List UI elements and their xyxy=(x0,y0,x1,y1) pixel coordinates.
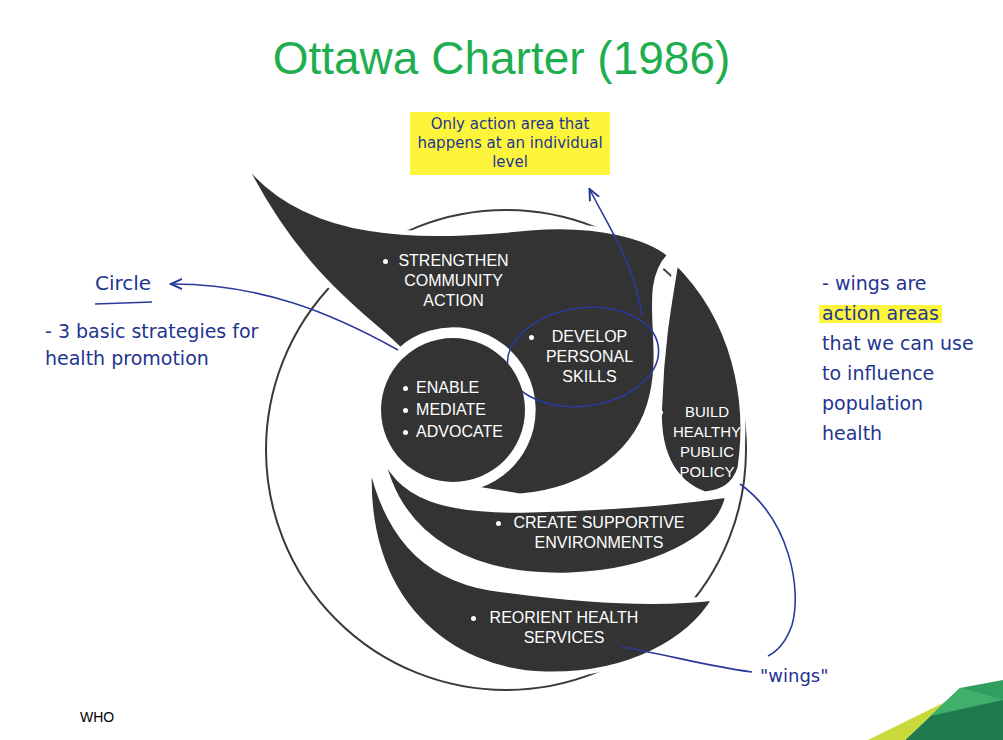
wing-label: REORIENT HEALTH SERVICES xyxy=(484,608,644,648)
strategy-label: MEDIATE xyxy=(416,399,486,421)
handwritten-note: "wings" xyxy=(760,664,829,688)
strategy-label: ENABLE xyxy=(416,377,479,399)
bullet-dot xyxy=(658,410,663,415)
wing-label: BUILD HEALTHY PUBLIC POLICY xyxy=(671,402,743,482)
bullet-dot xyxy=(403,430,408,435)
bullet-row: DEVELOP PERSONAL SKILLS xyxy=(529,327,637,387)
strategy-list: ENABLEMEDIATEADVOCATE xyxy=(403,377,503,443)
handwritten-note: Circle xyxy=(95,270,151,296)
bullet-dot xyxy=(403,386,408,391)
wing-label: STRENGTHEN COMMUNITY ACTION xyxy=(396,251,511,311)
bullet-row: CREATE SUPPORTIVE ENVIRONMENTS xyxy=(496,513,689,553)
action-area-wing: DEVELOP PERSONAL SKILLS xyxy=(529,327,637,387)
highlighted-note: Only action area that happens at an indi… xyxy=(410,112,610,175)
wing-shape xyxy=(659,262,742,494)
bullet-row: BUILD HEALTHY PUBLIC POLICY xyxy=(658,402,743,482)
logo-shape xyxy=(930,688,1003,716)
action-area-wing: STRENGTHEN COMMUNITY ACTION xyxy=(383,251,511,311)
wing-shape xyxy=(238,152,670,496)
leader-line xyxy=(622,647,752,672)
source-label: WHO xyxy=(80,708,114,726)
handwritten-note: - wings are action areas that we can use… xyxy=(822,268,982,448)
bullet-dot xyxy=(529,335,534,340)
strategy-label: ADVOCATE xyxy=(416,421,503,443)
leader-line xyxy=(740,484,795,656)
bullet-row: STRENGTHEN COMMUNITY ACTION xyxy=(383,251,511,311)
bullet-dot xyxy=(471,616,476,621)
bullet-row: ADVOCATE xyxy=(403,421,503,443)
bullet-row: REORIENT HEALTH SERVICES xyxy=(471,608,644,648)
wing-label: CREATE SUPPORTIVE ENVIRONMENTS xyxy=(509,513,689,553)
bullet-dot xyxy=(383,259,388,264)
wing-label: DEVELOP PERSONAL SKILLS xyxy=(542,327,637,387)
bullet-row: ENABLE xyxy=(403,377,503,399)
bullet-dot xyxy=(496,521,501,526)
bullet-row: MEDIATE xyxy=(403,399,503,421)
chart-title: Ottawa Charter (1986) xyxy=(0,30,1003,86)
handwritten-note: - 3 basic strategies for health promotio… xyxy=(45,318,280,372)
underline xyxy=(95,302,152,304)
strategy-circle: ENABLEMEDIATEADVOCATE xyxy=(381,338,525,482)
leader-arrow xyxy=(590,190,642,316)
action-area-wing: REORIENT HEALTH SERVICES xyxy=(471,608,644,648)
bullet-dot xyxy=(403,408,408,413)
action-area-wing: CREATE SUPPORTIVE ENVIRONMENTS xyxy=(496,513,689,553)
logo-shape xyxy=(868,702,945,740)
hand-circle xyxy=(501,298,665,416)
action-area-wing: BUILD HEALTHY PUBLIC POLICY xyxy=(658,402,743,482)
